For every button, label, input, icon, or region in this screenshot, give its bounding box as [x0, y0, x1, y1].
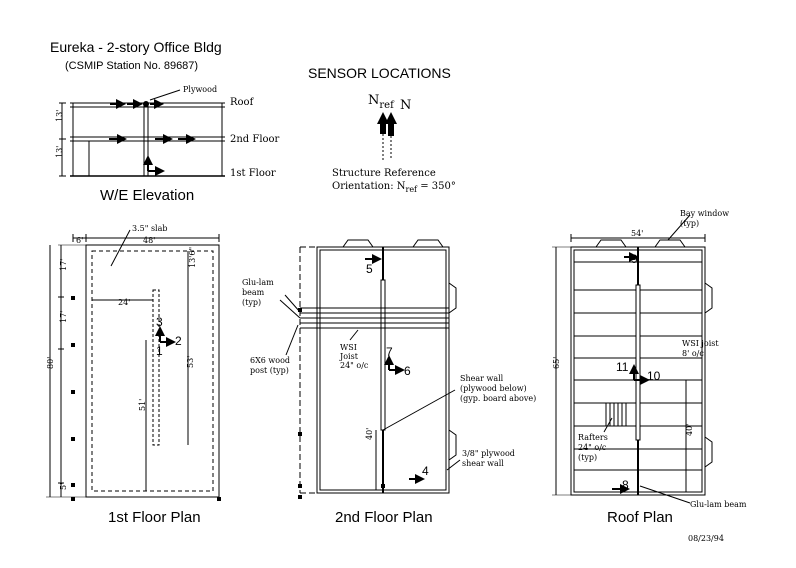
- bay-window-label: Bay window(typ): [680, 209, 729, 228]
- slab-label: 3.5" slab: [132, 224, 168, 233]
- svg-text:6': 6': [76, 236, 83, 245]
- sensor-9: 9: [631, 252, 638, 266]
- first-floor-label: 1st Floor: [230, 168, 276, 179]
- n-arrow: [385, 112, 397, 136]
- first-floor-caption: 1st Floor Plan: [108, 509, 201, 526]
- svg-text:13': 13': [55, 146, 64, 158]
- sensor-6: 6: [404, 364, 411, 378]
- we-elevation: 13' 13' Plywood Roof 2nd Floor 1st Floor: [55, 85, 280, 179]
- svg-text:40': 40': [685, 424, 694, 436]
- sensor-8: 8: [622, 478, 629, 492]
- roof-plan-caption: Roof Plan: [607, 509, 673, 526]
- svg-text:13'6": 13'6": [188, 247, 197, 268]
- station-number: (CSMIP Station No. 89687): [65, 60, 198, 72]
- n-label: N: [400, 98, 411, 113]
- north-arrow: Nref N: [368, 93, 411, 160]
- elevation-caption: W/E Elevation: [100, 187, 194, 204]
- svg-text:65': 65': [552, 357, 561, 369]
- svg-text:17': 17': [59, 259, 68, 271]
- orientation-line1: Structure Reference: [332, 168, 436, 179]
- title: Eureka - 2-story Office Bldg: [50, 39, 222, 55]
- sensor-5: 5: [366, 262, 373, 276]
- svg-text:53': 53': [186, 356, 195, 368]
- svg-text:5': 5': [59, 483, 68, 490]
- orientation-line2: Orientation: Nref = 350°: [332, 181, 456, 194]
- svg-text:13': 13': [55, 110, 64, 122]
- plywood-label: Plywood: [183, 85, 217, 94]
- sensor-11: 11: [616, 360, 629, 374]
- nref-label: Nref: [368, 93, 395, 111]
- svg-text:17': 17': [59, 311, 68, 323]
- second-floor-caption: 2nd Floor Plan: [335, 509, 433, 526]
- sensor-locations-heading: SENSOR LOCATIONS: [308, 65, 451, 81]
- svg-text:54': 54': [631, 229, 643, 238]
- svg-text:80': 80': [46, 357, 55, 369]
- shear-wall-label: Shear wall(plywood below)(gyp. board abo…: [460, 374, 536, 403]
- svg-text:51': 51': [138, 399, 147, 411]
- svg-text:24': 24': [118, 298, 130, 307]
- sensor-7: 7: [386, 345, 393, 359]
- sensor-10: 10: [647, 369, 661, 383]
- roof-label: Roof: [230, 97, 255, 108]
- first-floor-plan: 6' 48' 3.5" slab 17' 17' 80' 5' 24' 13'6…: [46, 224, 221, 501]
- drawing-date: 08/23/94: [688, 534, 724, 543]
- second-floor-label: 2nd Floor: [230, 134, 280, 145]
- sensor-1: 1: [156, 344, 163, 358]
- roof-glulam-label: Glu-lam beam: [690, 500, 747, 509]
- sensor-3: 3: [156, 315, 163, 329]
- svg-text:40': 40': [365, 428, 374, 440]
- svg-text:48': 48': [143, 236, 155, 245]
- sensor-4: 4: [422, 464, 429, 478]
- sensor-2: 2: [175, 334, 182, 348]
- nref-arrow: [377, 112, 389, 134]
